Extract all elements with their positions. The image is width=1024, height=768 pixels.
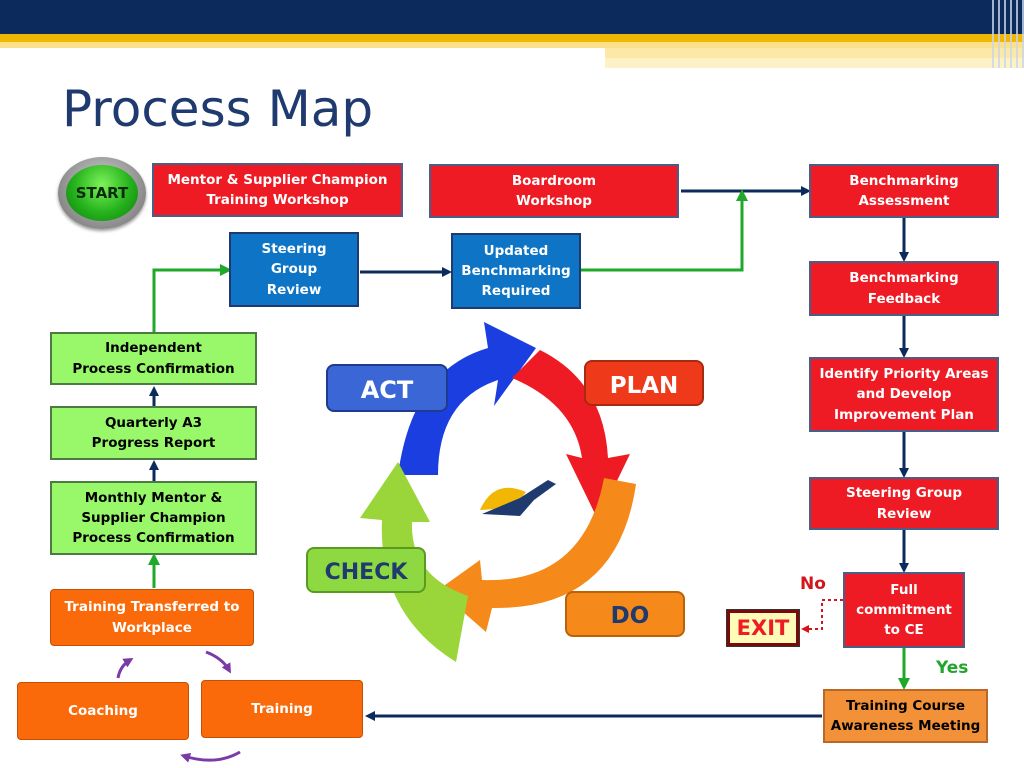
svg-text:ACT: ACT xyxy=(361,376,414,404)
pdca-plan-label: PLAN xyxy=(584,360,704,406)
svg-text:CHECK: CHECK xyxy=(325,560,409,585)
box-awareness-meeting: Training Course Awareness Meeting xyxy=(823,689,988,743)
box-steering-right: Steering Group Review xyxy=(809,477,999,530)
header-stripe xyxy=(605,58,1024,68)
header-bar xyxy=(0,0,1024,34)
pdca-do-label: DO xyxy=(565,591,685,637)
svg-text:DO: DO xyxy=(611,603,650,629)
box-coaching: Coaching xyxy=(17,682,189,740)
start-label: START xyxy=(66,165,138,221)
exit-button[interactable]: EXIT xyxy=(726,609,800,647)
svg-text:PLAN: PLAN xyxy=(610,373,679,399)
arrow-transferred-to-training xyxy=(205,650,232,674)
arrow-training-to-coaching xyxy=(180,750,241,763)
box-training-transferred: Training Transferred to Workplace xyxy=(50,589,254,646)
box-benchmarking-feedback: Benchmarking Feedback xyxy=(809,261,999,316)
box-steering-left: Steering Group Review xyxy=(229,232,359,307)
box-identify-priority: Identify Priority Areas and Develop Impr… xyxy=(809,357,999,432)
box-boardroom: Boardroom Workshop xyxy=(429,164,679,218)
box-benchmarking-assessment: Benchmarking Assessment xyxy=(809,164,999,218)
page-title: Process Map xyxy=(62,80,374,138)
header-stripe xyxy=(605,48,1024,58)
yes-label: Yes xyxy=(936,658,969,678)
pdca-arrow-orange xyxy=(438,478,636,632)
pdca-arrow-blue xyxy=(398,322,536,475)
no-label: No xyxy=(800,574,826,594)
header-stripe xyxy=(0,42,1024,48)
box-full-commitment: Full commitment to CE xyxy=(843,572,965,648)
box-updated-benchmarking: Updated Benchmarking Required xyxy=(451,233,581,309)
box-quarterly-report: Quarterly A3 Progress Report xyxy=(50,406,257,460)
pdca-check-label: CHECK xyxy=(306,547,426,593)
arrow-updated-to-boardroom xyxy=(581,189,748,272)
pdca-act-label: ACT xyxy=(326,364,448,412)
arrow-independent-to-steering xyxy=(152,264,232,332)
box-independent-confirmation: Independent Process Confirmation xyxy=(50,332,257,385)
header-decoration xyxy=(992,0,1024,68)
box-mentor-workshop: Mentor & Supplier Champion Training Work… xyxy=(152,163,403,217)
box-monthly-confirmation: Monthly Mentor & Supplier Champion Proce… xyxy=(50,481,257,555)
header-stripe xyxy=(0,34,1024,42)
box-training: Training xyxy=(201,680,363,738)
arrow-coaching-to-transferred xyxy=(116,657,134,679)
start-button[interactable]: START xyxy=(58,157,146,229)
pdca-arrow-red xyxy=(512,350,630,520)
